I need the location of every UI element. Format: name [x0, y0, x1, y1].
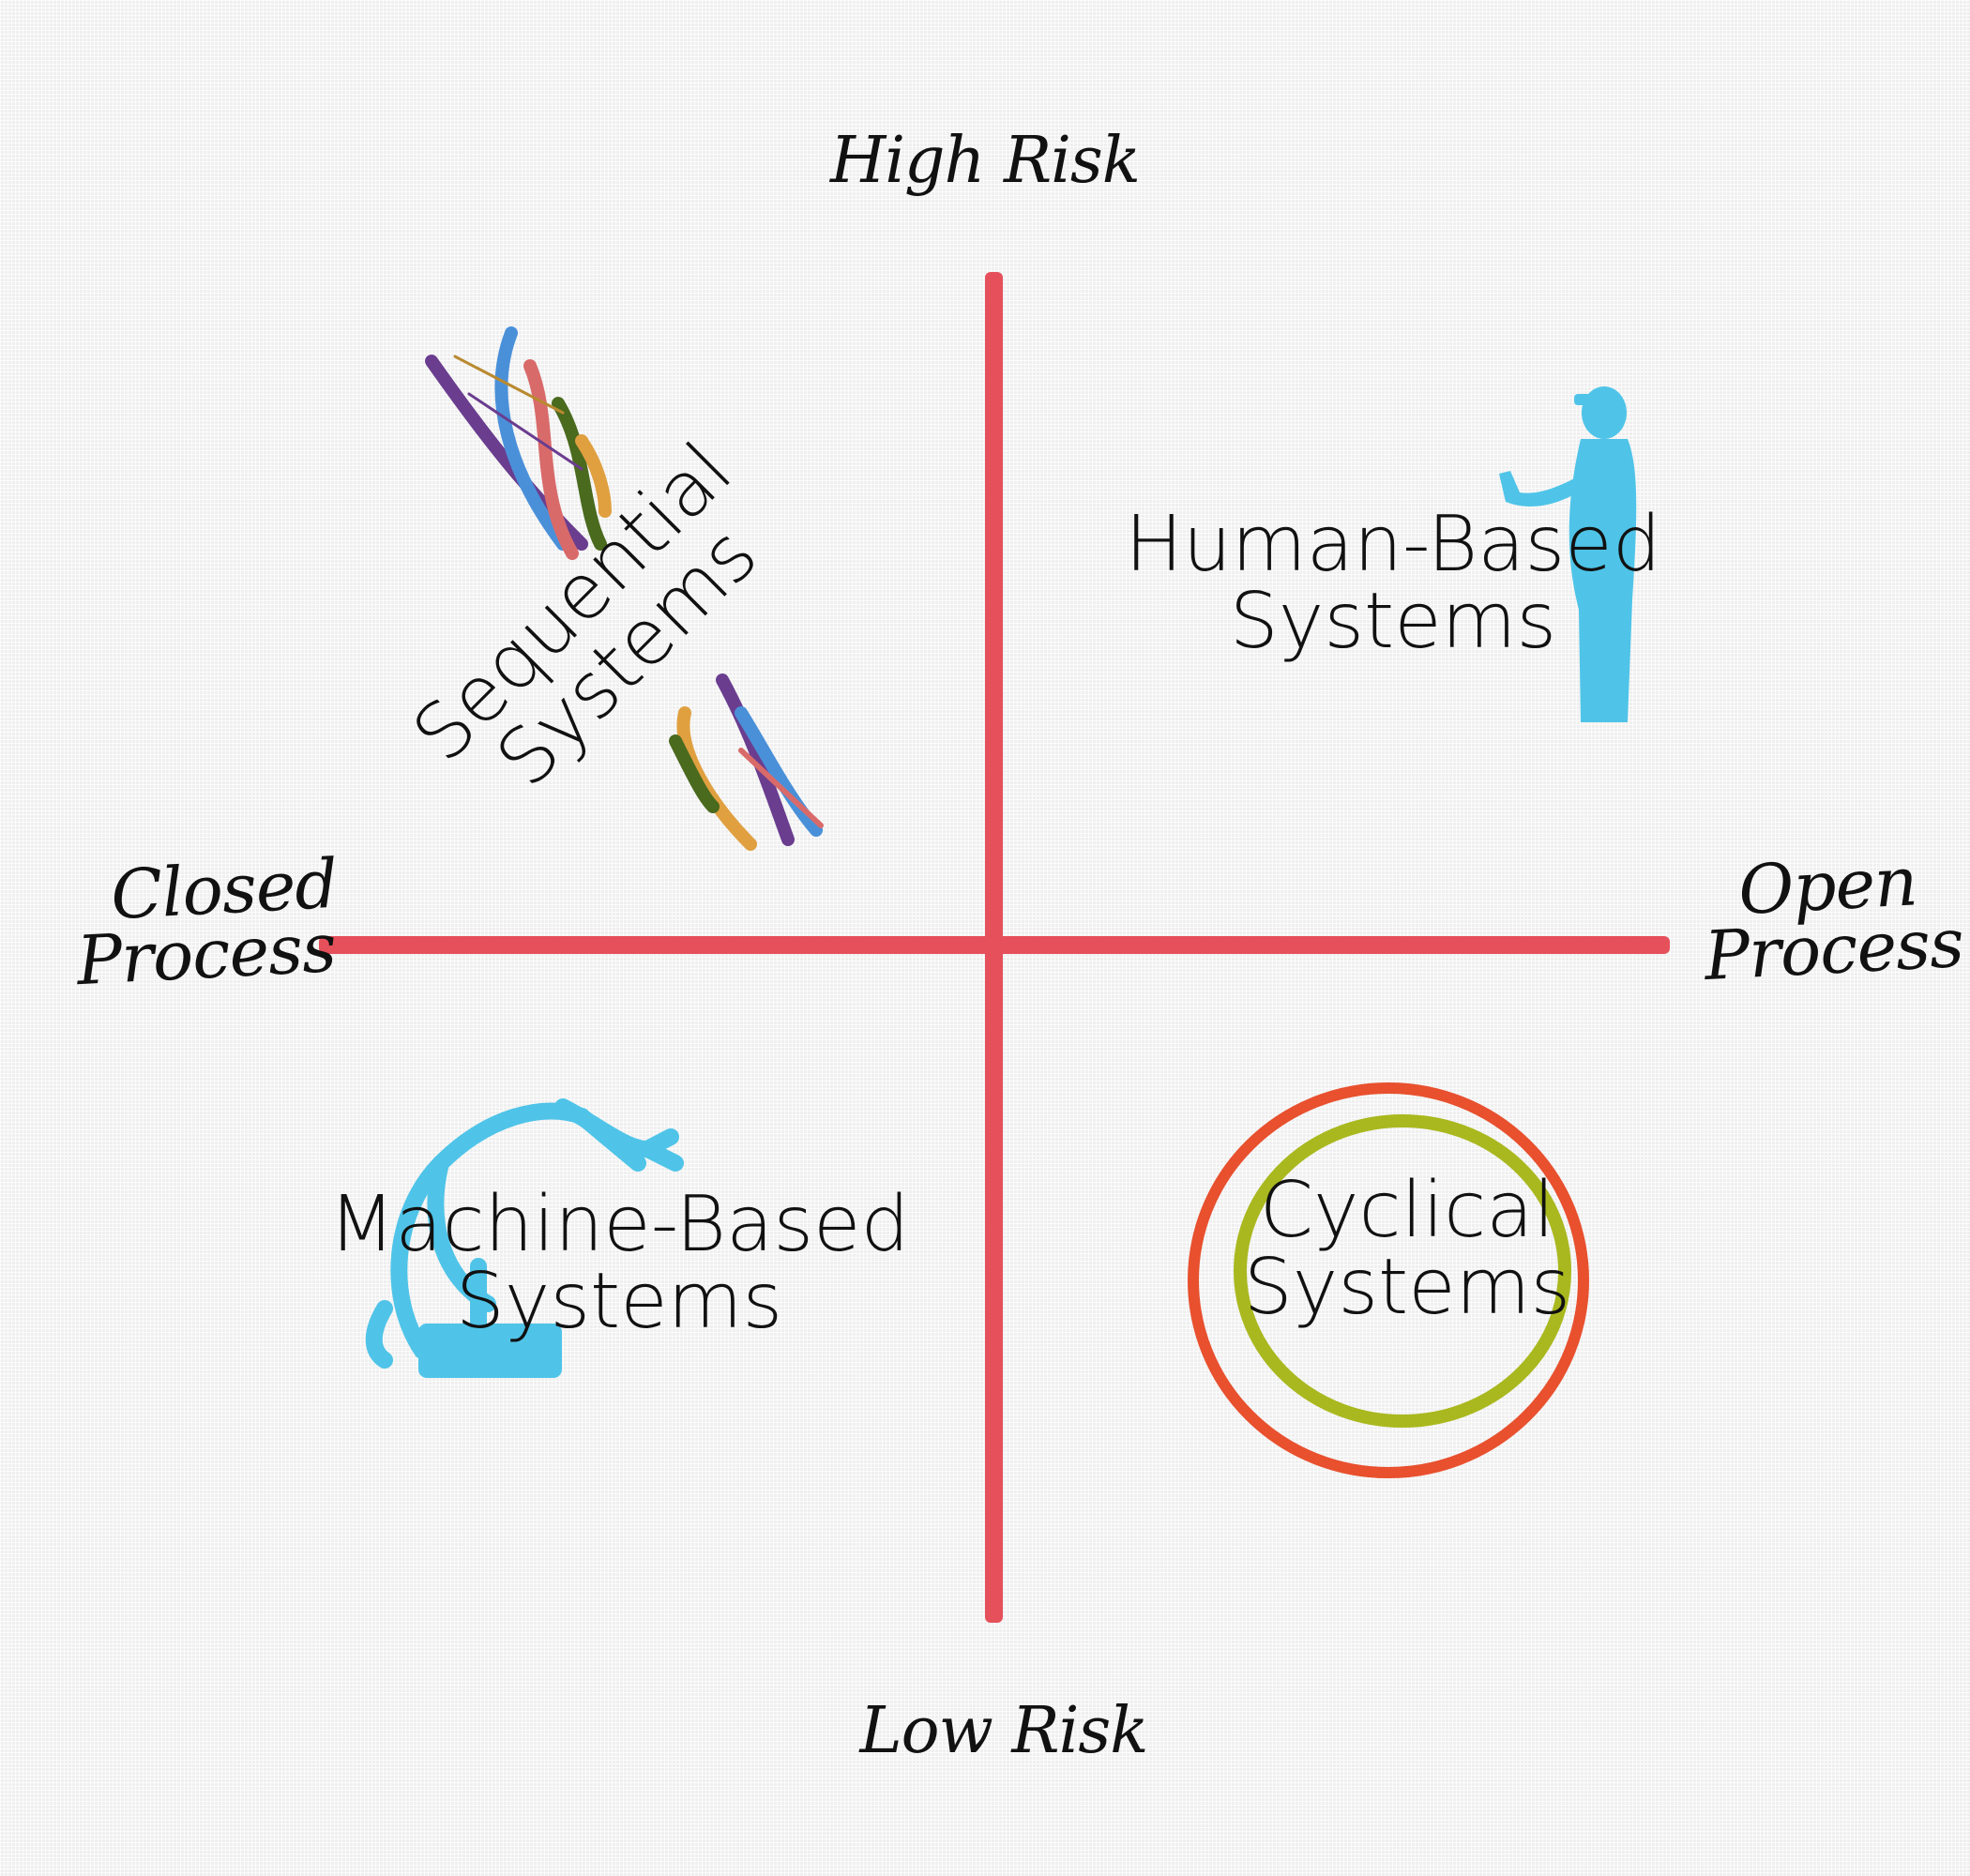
- person-silhouette-icon: [1499, 386, 1637, 722]
- dna-helix-icon: [669, 673, 824, 851]
- dna-helix-icon: [425, 326, 612, 560]
- horizontal-process-axis: [319, 936, 1670, 954]
- quadrant-label-line: Machine-Based: [328, 1180, 910, 1269]
- quadrant-machine-based-systems: Machine-Based Systems: [272, 1187, 966, 1340]
- axis-label-closed-process: Closed Process: [72, 844, 342, 1001]
- quadrant-label-line: Systems: [455, 1257, 783, 1346]
- quadrant-human-based-systems: Human-Based Systems: [1074, 507, 1712, 660]
- quadrant-label-line: Systems: [1229, 577, 1557, 666]
- quadrant-label-line: Systems: [1243, 1243, 1571, 1332]
- axis-label-open-process: Open Process: [1700, 841, 1965, 995]
- quadrant-label-line: Cyclical: [1259, 1166, 1555, 1255]
- cycle-rings-icon: [1188, 1082, 1589, 1478]
- axis-label-low-risk: Low Risk: [859, 1694, 1149, 1768]
- quadrant-cyclical-systems: Cyclical Systems: [1210, 1172, 1604, 1326]
- quadrant-label-line: Human-Based: [1125, 500, 1661, 589]
- closed-line-2: Process: [74, 908, 338, 1001]
- open-line-2: Process: [1702, 903, 1965, 996]
- robot-arm-icon: [365, 1098, 684, 1378]
- axis-label-high-risk: High Risk: [829, 124, 1141, 198]
